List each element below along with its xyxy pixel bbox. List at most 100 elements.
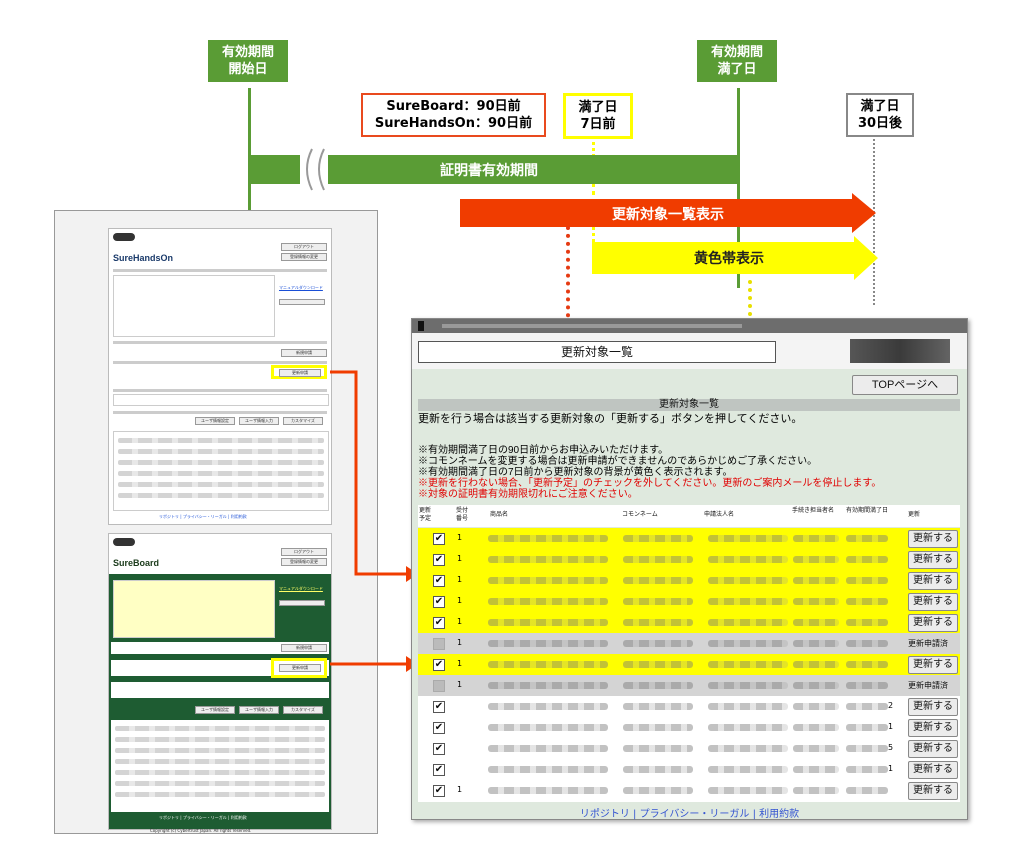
renew-button[interactable]: 更新する	[908, 572, 958, 590]
pre7-label: 満了日 7日前	[563, 93, 633, 139]
handson-customize-button[interactable]: カスタマイズ	[283, 417, 323, 425]
renew-button[interactable]: 更新する	[908, 740, 958, 758]
board-apply-button[interactable]: 新規申請	[281, 644, 327, 652]
renew-button[interactable]: 更新する	[908, 719, 958, 737]
thumbnail-sureboard: SureBoard ログアウト 登録情報の変更 マニュアルダウンロード 新規申請…	[108, 533, 332, 830]
blurred-cell	[793, 766, 839, 773]
renew-plan-checkbox[interactable]: ✔	[433, 764, 445, 776]
blurred-cell	[488, 745, 608, 752]
blurred-cell	[708, 619, 788, 626]
handson-logout-button[interactable]: ログアウト	[281, 243, 327, 251]
renew-plan-checkbox[interactable]: ✔	[433, 659, 445, 671]
board-renew-highlight	[271, 658, 327, 678]
blurred-cell	[623, 556, 693, 563]
blurred-cell	[623, 724, 693, 731]
renew-plan-checkbox[interactable]: ✔	[433, 533, 445, 545]
renew-plan-checkbox[interactable]: ✔	[433, 743, 445, 755]
pre7-line-low	[592, 226, 595, 256]
blurred-cell	[488, 787, 608, 794]
blurred-cell	[708, 577, 788, 584]
handson-user-input-button[interactable]: ユーザ情報入力	[239, 417, 279, 425]
renew-plan-checkbox[interactable]: ✔	[433, 575, 445, 587]
handson-apply-line	[113, 341, 327, 344]
top-page-button[interactable]: TOPページへ	[852, 375, 958, 395]
handson-manual-link[interactable]: マニュアルダウンロード	[279, 285, 323, 290]
renew-plan-checkbox[interactable]: ✔	[433, 596, 445, 608]
break-mark-icon	[306, 148, 325, 191]
header-company: 申請法人名	[704, 511, 735, 518]
expiry-days-value: 1	[888, 722, 894, 731]
board-apply-row	[111, 642, 329, 654]
receipt-number: 1	[457, 617, 463, 626]
receipt-number: 1	[457, 575, 463, 584]
renew-button[interactable]: 更新する	[908, 614, 958, 632]
window-titlebar	[412, 319, 967, 333]
renew-button[interactable]: 更新する	[908, 698, 958, 716]
applied-label: 更新申請済	[908, 681, 948, 690]
table-header: 更新予定 受付番号 商品名 コモンネーム 申請法人名 手続き担当者名 有効期間満…	[418, 505, 960, 527]
blurred-cell	[488, 535, 608, 542]
handson-renew-button[interactable]: 更新申請	[279, 369, 321, 377]
board-info-area	[113, 580, 275, 638]
blurred-cell	[793, 535, 839, 542]
board-list-table	[111, 720, 329, 812]
table-row: ✔ 1 更新する	[418, 717, 960, 739]
header-person: 手続き担当者名	[792, 507, 835, 514]
start-date-label: 有効期間 開始日	[208, 40, 288, 82]
handson-footer-links[interactable]: リポジトリ | プライバシー・リーガル | 利用約款	[159, 514, 247, 519]
blurred-cell	[846, 703, 888, 710]
board-manual-link[interactable]: マニュアルダウンロード	[279, 586, 323, 591]
note-2: ※コモンネームを変更する場合は更新申請ができませんのであらかじめご了承ください。	[418, 456, 818, 467]
blurred-cell	[623, 745, 693, 752]
handson-user-add-button[interactable]: ユーザ情報設定	[195, 417, 235, 425]
renew-button[interactable]: 更新する	[908, 761, 958, 779]
pre90-line2: SureHandsOn：90日前	[374, 116, 533, 131]
renew-plan-checkbox[interactable]: ✔	[433, 701, 445, 713]
board-footer-links[interactable]: リポジトリ | プライバシー・リーガル | 利用約款	[159, 815, 247, 820]
blurred-cell	[708, 787, 788, 794]
screen-footer-links[interactable]: リポジトリ | プライバシー・リーガル | 利用約款	[579, 809, 800, 820]
renew-button[interactable]: 更新する	[908, 551, 958, 569]
blurred-cell	[488, 619, 608, 626]
renew-plan-checkbox[interactable]: ✔	[433, 617, 445, 629]
handson-renew-line	[113, 361, 327, 364]
board-copyright: Copyright (c) Cybertrust Japan. All righ…	[150, 828, 252, 833]
renew-plan-checkbox[interactable]: ✔	[433, 785, 445, 797]
handson-change-button[interactable]	[279, 299, 325, 305]
handson-title: SureHandsOn	[113, 253, 174, 263]
expiry-label-line2: 満了日	[717, 62, 757, 77]
blurred-cell	[793, 661, 839, 668]
handson-table-line	[113, 389, 327, 392]
renew-plan-checkbox[interactable]: ✔	[433, 722, 445, 734]
handson-user-change-button[interactable]: 登録情報の変更	[281, 253, 327, 261]
blurred-cell	[793, 598, 839, 605]
handson-apply-button[interactable]: 新規申請	[281, 349, 327, 357]
board-renew-button[interactable]: 更新申請	[279, 664, 321, 672]
start-label-line1: 有効期間	[221, 45, 274, 60]
receipt-number: 1	[457, 533, 463, 542]
renew-button[interactable]: 更新する	[908, 656, 958, 674]
blurred-cell	[488, 703, 608, 710]
blurred-cell	[846, 745, 888, 752]
renew-button[interactable]: 更新する	[908, 782, 958, 800]
handson-list-line	[113, 411, 327, 414]
table-row: ✔ 1 更新する	[418, 528, 960, 550]
blurred-cell	[623, 577, 693, 584]
blurred-cell	[846, 766, 888, 773]
board-logout-button[interactable]: ログアウト	[281, 548, 327, 556]
blurred-cell	[846, 787, 888, 794]
board-user-change-button[interactable]: 登録情報の変更	[281, 558, 327, 566]
list-display-arrow	[460, 193, 876, 233]
board-user-input-button[interactable]: ユーザ情報入力	[239, 706, 279, 714]
board-change-button[interactable]	[279, 600, 325, 606]
renew-plan-checkbox[interactable]: ✔	[433, 554, 445, 566]
board-customize-button[interactable]: カスタマイズ	[283, 706, 323, 714]
renew-button[interactable]: 更新する	[908, 530, 958, 548]
renew-button[interactable]: 更新する	[908, 593, 958, 611]
board-user-add-button[interactable]: ユーザ情報設定	[195, 706, 235, 714]
blurred-cell	[623, 766, 693, 773]
